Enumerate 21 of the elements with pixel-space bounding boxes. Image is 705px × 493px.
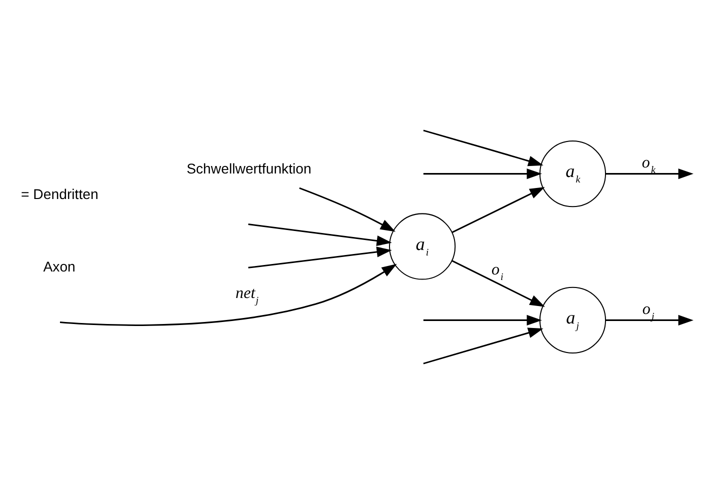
- node-circle: a$_{i}$: [388, 212, 456, 280]
- edge-label: o$_{k}$: [642, 154, 656, 176]
- arrow: [60, 263, 397, 326]
- arrow: [423, 314, 542, 325]
- edge-label: o$_{i}$: [491, 261, 504, 283]
- arrow: [248, 223, 392, 246]
- edge-label: net$_{j}$: [236, 284, 259, 306]
- arrow: [606, 314, 694, 325]
- arrow: [452, 186, 545, 232]
- arrow: [423, 168, 542, 179]
- arrow: [299, 186, 396, 232]
- arrow: [423, 327, 544, 364]
- label: = Dendritten: [21, 185, 98, 202]
- arrow: [423, 129, 544, 166]
- arrow: [452, 260, 545, 306]
- label: Axon: [43, 258, 76, 274]
- arrow: [606, 168, 694, 179]
- node-text: Schwellwertfunktion: [186, 160, 312, 176]
- node-circle: a$_{k}$: [539, 140, 606, 207]
- arrow: [248, 246, 392, 268]
- node-circle: a$_{j}$: [539, 286, 606, 353]
